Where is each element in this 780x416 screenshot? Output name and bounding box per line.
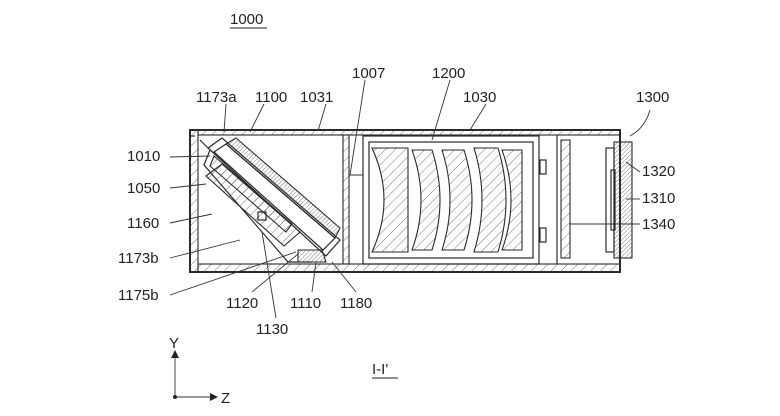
label-1310: 1310 <box>642 190 675 207</box>
sensor-board <box>613 141 633 259</box>
label-1031: 1031 <box>300 89 333 106</box>
y-axis-arrow-icon <box>171 350 179 358</box>
lens-5 <box>501 149 523 251</box>
housing-left-wall <box>189 129 199 273</box>
label-1173b: 1173b <box>118 250 159 267</box>
label-1100: 1100 <box>255 89 287 106</box>
housing-bottom-wall <box>197 263 621 273</box>
label-1120: 1120 <box>226 295 258 312</box>
label-1320: 1320 <box>642 163 675 180</box>
label-1180: 1180 <box>340 295 372 312</box>
partition-wall <box>342 134 350 265</box>
figure-number: 1000 <box>230 11 263 28</box>
axis-origin <box>173 395 177 399</box>
prism-base-block <box>297 249 327 263</box>
label-1007: 1007 <box>352 65 385 82</box>
z-axis-arrow-icon <box>210 393 218 401</box>
label-1173a: 1173a <box>196 89 237 106</box>
prism-holder-strip <box>225 137 341 239</box>
section-label: I-I' <box>372 361 388 378</box>
z-axis-label: Z <box>221 390 230 407</box>
label-1200: 1200 <box>432 65 465 82</box>
lens-4 <box>473 147 507 253</box>
coordinate-axes: Y Z <box>169 335 230 407</box>
leader-lines <box>169 79 651 319</box>
label-1010: 1010 <box>127 148 160 165</box>
lens-2 <box>411 149 441 251</box>
label-1030: 1030 <box>463 89 496 106</box>
label-1160: 1160 <box>127 215 159 232</box>
y-axis-label: Y <box>169 335 179 352</box>
sensor-module <box>560 139 633 259</box>
label-1340: 1340 <box>642 216 675 233</box>
lens-module <box>362 135 547 265</box>
label-1130: 1130 <box>256 321 288 338</box>
housing-top-wall <box>197 129 621 136</box>
prism-module <box>199 137 341 263</box>
prism-body <box>205 163 301 247</box>
housing <box>189 129 621 273</box>
lens-3 <box>441 149 473 251</box>
label-1300: 1300 <box>636 89 669 106</box>
label-1110: 1110 <box>290 295 321 312</box>
lens-1 <box>371 147 409 253</box>
label-1175b: 1175b <box>118 287 159 304</box>
ir-filter <box>560 139 571 259</box>
label-1050: 1050 <box>127 180 160 197</box>
